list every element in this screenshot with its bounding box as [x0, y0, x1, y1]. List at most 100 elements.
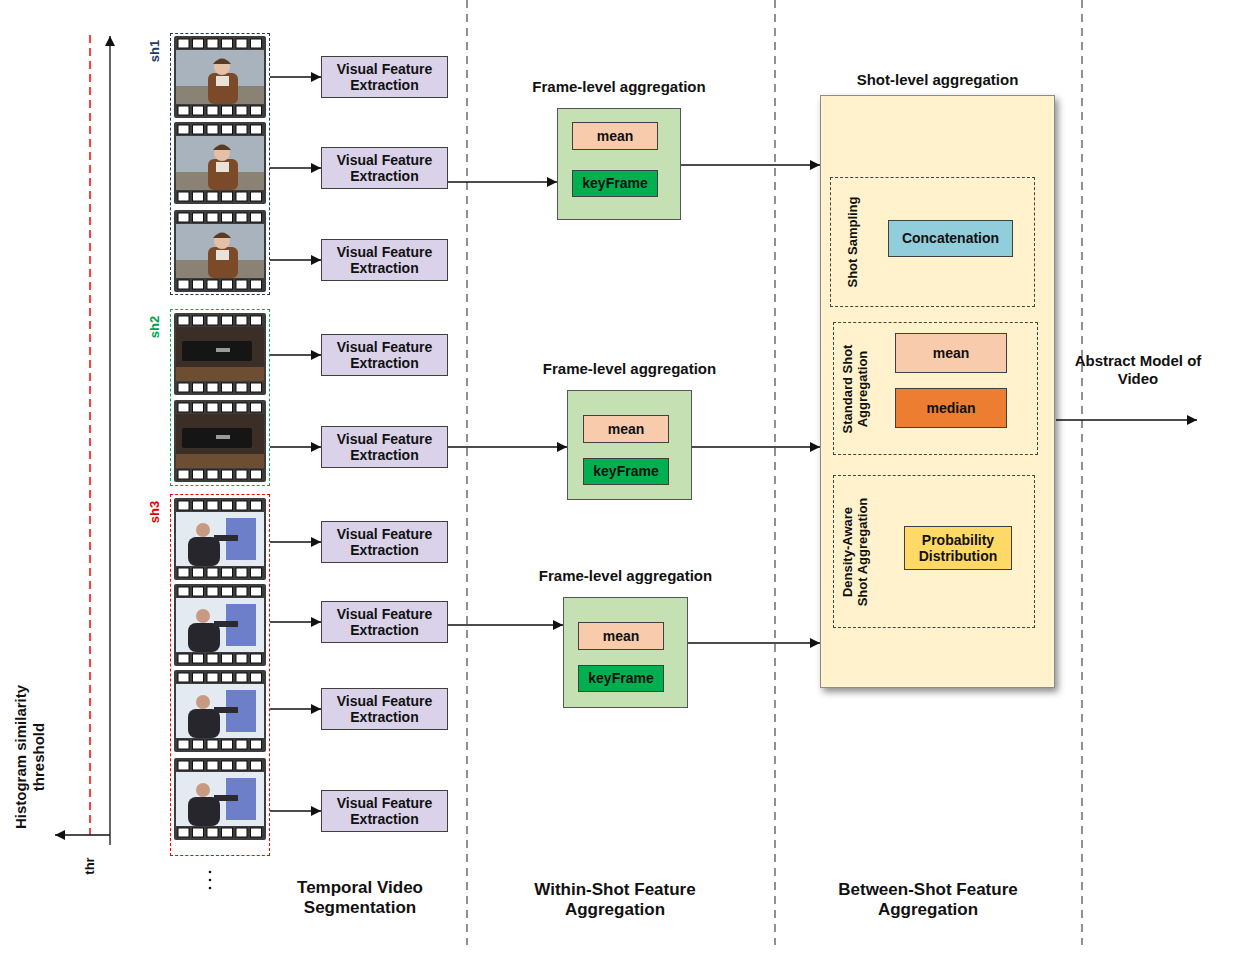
process-label: Visual Feature Extraction	[328, 606, 441, 638]
process-box: Visual Feature Extraction	[321, 790, 448, 832]
flow-arrow	[270, 708, 321, 709]
aggregation-heading: Frame-level aggregation	[539, 567, 712, 584]
method-label: mean	[603, 628, 640, 644]
process-label: Visual Feature Extraction	[328, 431, 441, 463]
method-label: Concatenation	[902, 230, 999, 246]
aggregation-panel: Shot-level aggregationShot SamplingConca…	[820, 95, 1055, 688]
frame-image	[176, 327, 264, 381]
separator-line	[775, 0, 776, 945]
panel-heading: Shot-level aggregation	[857, 71, 1019, 88]
film-strip	[174, 210, 266, 292]
method-box: mean	[895, 333, 1007, 373]
group-box: Standard Shot Aggregation mean median	[833, 322, 1038, 455]
continuation-dots	[209, 871, 212, 890]
flow-arrow	[270, 810, 321, 811]
section-label: Temporal Video Segmentation	[275, 878, 445, 919]
film-strip	[174, 36, 266, 118]
method-label: Probability Distribution	[911, 532, 1005, 564]
dot	[209, 879, 212, 882]
method-box: mean	[572, 122, 658, 150]
process-box: Visual Feature Extraction	[321, 521, 448, 563]
dot	[209, 871, 212, 874]
frame-image	[176, 772, 264, 826]
aggregation-box: Frame-level aggregationmeankeyFrame	[557, 108, 681, 220]
process-box: Visual Feature Extraction	[321, 688, 448, 730]
film-frames	[174, 36, 266, 840]
method-label: mean	[597, 128, 634, 144]
method-box: keyFrame	[583, 458, 669, 485]
frame-image	[176, 512, 264, 566]
shot-box: sh1	[170, 33, 270, 295]
aggregation-box: Frame-level aggregationmeankeyFrame	[563, 597, 688, 708]
method-box: mean	[583, 415, 669, 443]
flow-arrow	[448, 181, 557, 182]
film-strip	[174, 122, 266, 204]
frame-image	[176, 598, 264, 652]
section-label: Abstract Model of Video	[1073, 352, 1203, 388]
shot-label: sh2	[148, 316, 163, 338]
section-label: Within-Shot Feature Aggregation	[515, 880, 715, 921]
separator-line	[467, 0, 468, 945]
method-label: median	[926, 400, 975, 416]
group-label: Shot Sampling	[846, 187, 861, 297]
film-strip	[174, 313, 266, 395]
shot-label: sh1	[148, 40, 163, 62]
method-box: keyFrame	[578, 665, 664, 692]
section-label: Between-Shot Feature Aggregation	[823, 880, 1033, 921]
process-box: Visual Feature Extraction	[321, 426, 448, 468]
flow-arrow	[270, 541, 321, 542]
frame-image	[176, 50, 264, 104]
frame-image	[176, 684, 264, 738]
aggregation-heading: Frame-level aggregation	[532, 78, 705, 95]
film-strip	[174, 498, 266, 580]
separators	[467, 0, 1082, 945]
flow-arrow	[270, 167, 321, 168]
process-box: Visual Feature Extraction	[321, 601, 448, 643]
separator-line	[1082, 0, 1083, 945]
process-box: Visual Feature Extraction	[321, 334, 448, 376]
flow-arrow	[270, 446, 321, 447]
flow-arrow	[270, 259, 321, 260]
process-box: Visual Feature Extraction	[321, 56, 448, 98]
flow-arrow	[270, 354, 321, 355]
output-arrow	[1056, 419, 1197, 420]
flow-arrow	[688, 642, 820, 643]
method-label: keyFrame	[588, 670, 653, 686]
frame-image	[176, 136, 264, 190]
shot-box: sh3	[170, 494, 270, 856]
aggregation-heading: Frame-level aggregation	[543, 360, 716, 377]
group-label: Standard Shot Aggregation	[841, 334, 871, 444]
axis-label: thr	[82, 846, 98, 886]
flow-arrow	[681, 164, 820, 165]
group-box: Density-Aware Shot AggregationProbabilit…	[833, 475, 1035, 628]
threshold-line	[89, 35, 91, 835]
process-label: Visual Feature Extraction	[328, 693, 441, 725]
method-label: mean	[608, 421, 645, 437]
process-box: Visual Feature Extraction	[321, 147, 448, 189]
group-box: Shot Sampling Concatenation	[830, 177, 1035, 307]
frame-image	[176, 414, 264, 468]
method-box: Concatenation	[888, 220, 1013, 257]
process-label: Visual Feature Extraction	[328, 526, 441, 558]
process-label: Visual Feature Extraction	[328, 795, 441, 827]
flow-arrow	[448, 624, 563, 625]
process-label: Visual Feature Extraction	[328, 244, 441, 276]
film-strip	[174, 670, 266, 752]
shot-label: sh3	[148, 501, 163, 523]
frame-image	[176, 224, 264, 278]
process-box: Visual Feature Extraction	[321, 239, 448, 281]
threshold-axis	[55, 35, 110, 845]
flow-arrow	[448, 446, 567, 447]
method-box: median	[895, 388, 1007, 428]
film-strip	[174, 758, 266, 840]
process-label: Visual Feature Extraction	[328, 339, 441, 371]
dot	[209, 887, 212, 890]
process-label: Visual Feature Extraction	[328, 152, 441, 184]
axis-arrow	[109, 36, 110, 845]
method-label: keyFrame	[593, 463, 658, 479]
method-label: mean	[933, 345, 970, 361]
shot-box: sh2	[170, 309, 270, 486]
flow-arrow	[270, 621, 321, 622]
film-strip	[174, 584, 266, 666]
